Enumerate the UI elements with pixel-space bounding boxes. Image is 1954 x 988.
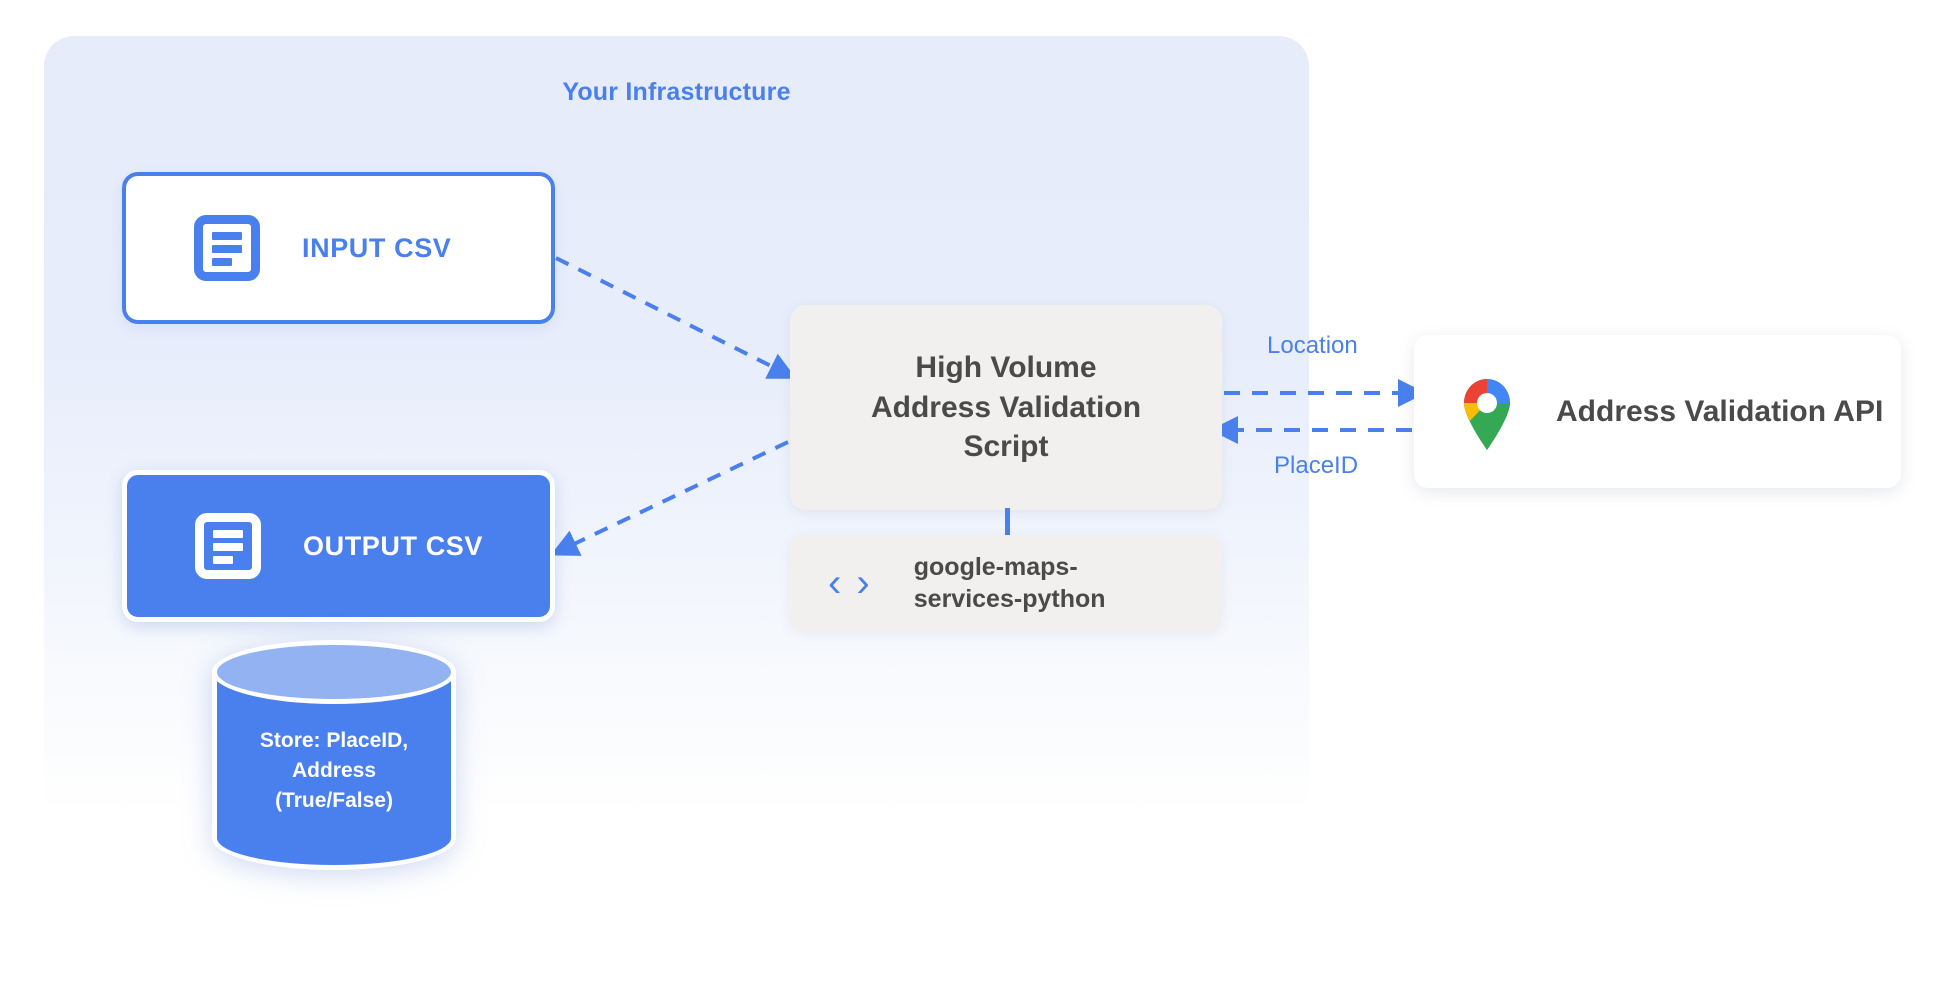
- edge-label-location: Location: [1267, 332, 1358, 359]
- node-database[interactable]: Store: PlaceID, Address (True/False): [212, 640, 456, 870]
- client-library-label: google-maps- services-python: [914, 551, 1106, 615]
- output-csv-label: OUTPUT CSV: [303, 530, 484, 561]
- node-output-csv[interactable]: OUTPUT CSV: [122, 470, 555, 622]
- node-validation-script[interactable]: High Volume Address Validation Script: [790, 305, 1222, 510]
- script-line-1: High Volume: [915, 350, 1097, 384]
- script-library-connector: [1005, 508, 1010, 538]
- document-icon: [194, 215, 260, 281]
- node-address-validation-api[interactable]: Address Validation API: [1414, 335, 1901, 488]
- cylinder-top: [212, 640, 456, 704]
- script-line-2: Address Validation: [870, 390, 1142, 424]
- library-line-1: google-maps-: [913, 553, 1078, 581]
- code-brackets-icon: ‹ ›: [828, 561, 872, 605]
- infrastructure-title: Your Infrastructure: [562, 78, 791, 106]
- google-maps-pin-icon: [1464, 378, 1510, 450]
- node-input-csv[interactable]: INPUT CSV: [122, 172, 555, 324]
- script-line-3: Script: [963, 430, 1049, 464]
- document-icon: [195, 513, 261, 579]
- api-label: Address Validation API: [1556, 394, 1884, 428]
- database-line-1: Store: PlaceID,: [259, 729, 409, 752]
- database-label: Store: PlaceID, Address (True/False): [212, 726, 456, 815]
- input-csv-label: INPUT CSV: [302, 232, 452, 263]
- node-client-library[interactable]: ‹ › google-maps- services-python: [790, 535, 1222, 631]
- database-line-2: Address: [291, 758, 377, 782]
- edge-label-placeid: PlaceID: [1274, 452, 1359, 479]
- database-line-3: (True/False): [275, 788, 393, 812]
- validation-script-label: High Volume Address Validation Script: [871, 348, 1141, 468]
- library-line-2: services-python: [913, 585, 1106, 613]
